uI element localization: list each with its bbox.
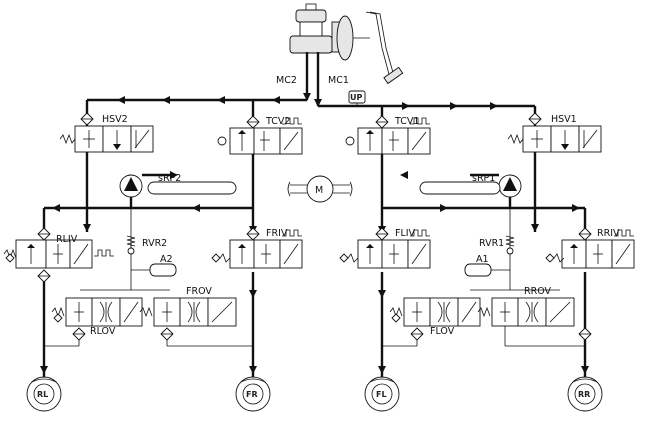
hsv1-label: HSV1 [551,114,577,125]
motor-label: M [315,185,323,196]
valve-rrov [477,297,575,327]
pressure-sensor-up [348,90,366,106]
up-label: UP [350,93,362,102]
rriv-label: RRIV [597,228,620,239]
rlov-label: RLOV [90,326,116,337]
valve-flov [389,297,481,327]
valve-hsv1 [507,125,602,153]
valve-rliv [3,239,114,269]
wheel-rr-label: RR [578,390,590,399]
mc1-label: MC1 [328,75,349,86]
mc-output-pipes [303,52,322,107]
rrov-label: RROV [524,286,552,297]
supply-lines [85,96,537,126]
relief-valve-rvr1 [505,235,515,255]
a1-label: A1 [476,254,489,265]
pipes-right-circuit [378,152,589,378]
filter-tcv1 [375,115,389,129]
wheel-rl [26,376,62,412]
filter-fliv [375,227,389,241]
filter-hsv1 [528,112,542,126]
valve-tcv2 [217,117,303,155]
friv-label: FRIV [266,228,288,239]
brake-pedal [365,11,404,85]
filter-flov [382,327,424,347]
wheel-rl-label: RL [37,390,48,399]
motor [287,175,353,203]
valve-frov [139,297,237,327]
rliv-label: RLIV [56,234,78,245]
valve-hsv2 [59,125,154,153]
accumulator-a1 [464,263,510,277]
mc2-label: MC2 [276,75,297,86]
rvr2-label: RVR2 [142,238,167,249]
flov-label: FLOV [430,326,455,337]
wheel-fr-label: FR [246,390,258,399]
wheel-fr [235,376,271,412]
filter-rlov [44,327,86,347]
master-cylinder [289,3,370,61]
frov-label: FROV [186,286,212,297]
relief-valve-rvr2 [126,235,136,255]
filter-frov [160,327,253,347]
valve-rriv [545,229,635,269]
rvr1-label: RVR1 [479,238,504,249]
wheel-rr [567,376,603,412]
valve-rlov [51,297,143,327]
filter-friv [246,227,260,241]
valve-friv [211,229,303,269]
filter-tcv2 [246,115,260,129]
filter-rliv [37,227,51,283]
a2-label: A2 [160,254,173,265]
fliv-label: FLIV [395,228,416,239]
wheel-fl [364,376,400,412]
pump-srp2 [119,171,237,198]
filter-rrov [504,326,592,347]
pump-srp1 [400,171,522,198]
wheel-fl-label: FL [376,390,387,399]
filter-rriv [578,227,592,241]
valve-tcv1 [345,117,431,155]
valve-fliv [339,229,431,269]
filter-hsv2 [80,112,94,126]
srp2-label: sRP2 [158,173,181,184]
hsv2-label: HSV2 [102,114,128,125]
accumulator-a2 [131,263,177,277]
tcv2-label: TCV2 [265,116,290,127]
srp1-label: sRP1 [472,173,495,184]
tcv1-label: TCV1 [394,116,419,127]
